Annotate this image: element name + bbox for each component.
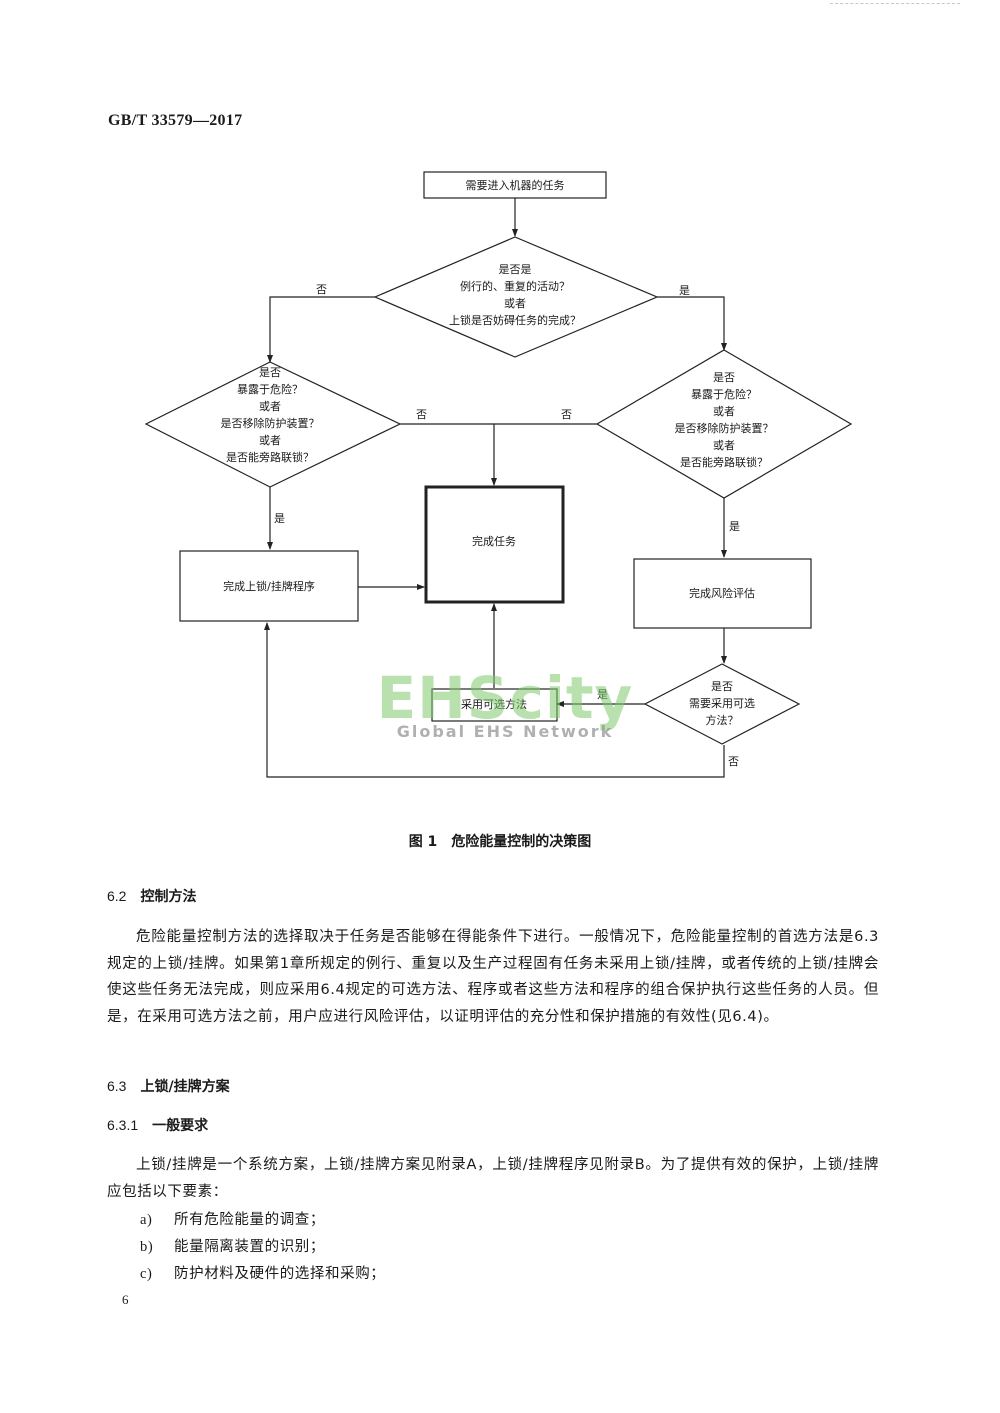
alternative-method-box — [431, 688, 558, 722]
risk-assessment-box — [633, 558, 812, 629]
decision-flowchart: 需要进入机器的任务 是否是 例行的、重复的活动？ 或者 上锁是否妨碍任务的完成？… — [144, 171, 853, 778]
list-text: 所有危险能量的调查； — [174, 1212, 325, 1228]
figure-caption: 图 1 危险能量控制的决策图 — [0, 831, 1000, 851]
decision-left-line: 是否能旁路联锁？ — [226, 450, 314, 464]
figure-number: 图 1 — [408, 834, 438, 850]
list-item: b) 能量隔离装置的识别； — [140, 1235, 325, 1256]
label-no-top: 否 — [316, 283, 327, 296]
label-yes-bottom: 是 — [597, 688, 608, 701]
decision-right-line: 暴露于危险？ — [691, 387, 757, 401]
decision-left-line: 是否移除防护装置？ — [221, 416, 320, 430]
label-yes-right: 是 — [729, 520, 740, 533]
top-edge-mark — [830, 3, 960, 4]
complete-task-box — [424, 485, 565, 604]
decision-bottom-line: 需要采用可选 — [689, 697, 755, 710]
decision-top-line: 或者 — [504, 297, 526, 310]
decision-right-line: 是否能旁路联锁？ — [680, 455, 768, 469]
figure-title: 危险能量控制的决策图 — [451, 834, 592, 850]
paragraph-6-3-1: 上锁/挂牌是一个系统方案，上锁/挂牌方案见附录A，上锁/挂牌程序见附录B。为了提… — [107, 1157, 879, 1200]
list-marker: b) — [140, 1239, 154, 1255]
list-item: a) 所有危险能量的调查； — [140, 1208, 325, 1229]
section-title: 控制方法 — [140, 889, 197, 905]
decision-left-line: 暴露于危险？ — [237, 382, 303, 396]
section-title: 上锁/挂牌方案 — [140, 1079, 230, 1095]
section-heading-6-2: 6.2 控制方法 — [107, 886, 196, 906]
section-heading-6-3: 6.3 上锁/挂牌方案 — [107, 1076, 230, 1096]
risk-assessment-text: 完成风险评估 — [689, 586, 755, 600]
list-text: 防护材料及硬件的选择和采购； — [174, 1266, 386, 1282]
label-no-right: 否 — [561, 408, 572, 421]
decision-left-line: 是否 — [259, 366, 281, 379]
decision-right-line: 或者 — [713, 405, 735, 418]
connector-top-yes — [657, 296, 727, 351]
decision-bottom-line: 方法？ — [706, 713, 739, 727]
connector-top-no — [267, 296, 375, 363]
connector-left-no — [400, 423, 497, 486]
loto-box — [179, 550, 359, 622]
decision-left — [144, 361, 402, 488]
standard-code: GB/T 33579—2017 — [108, 112, 243, 129]
list-text: 能量隔离装置的识别； — [174, 1239, 325, 1255]
list-item: c) 防护材料及硬件的选择和采购； — [140, 1262, 385, 1283]
list-marker: c) — [140, 1266, 153, 1282]
decision-right-line: 是否移除防护装置？ — [675, 421, 774, 435]
section-number: 6.3.1 — [107, 1117, 139, 1133]
section-number: 6.3 — [107, 1078, 127, 1094]
connector-bottom-no — [264, 622, 725, 778]
decision-right-line: 或者 — [713, 439, 735, 452]
start-box-text: 需要进入机器的任务 — [466, 178, 565, 192]
section-number: 6.2 — [107, 888, 127, 904]
paragraph-6-2: 危险能量控制方法的选择取决于任务是否能够在得能条件下进行。一般情况下，危险能量控… — [107, 929, 879, 1025]
decision-top-line: 上锁是否妨碍任务的完成？ — [449, 313, 581, 327]
section-title: 一般要求 — [152, 1118, 209, 1134]
decision-left-line: 或者 — [259, 434, 281, 447]
list-marker: a) — [140, 1212, 153, 1228]
decision-top-line: 例行的、重复的活动？ — [460, 279, 570, 293]
label-yes-top: 是 — [679, 284, 690, 297]
label-no-bottom: 否 — [728, 755, 739, 768]
section-heading-6-3-1: 6.3.1 一般要求 — [107, 1115, 208, 1135]
decision-top-line: 是否是 — [499, 263, 532, 276]
decision-bottom-line: 是否 — [711, 680, 733, 693]
label-yes-left: 是 — [274, 512, 285, 525]
decision-left-line: 或者 — [259, 400, 281, 413]
decision-right-line: 是否 — [713, 371, 735, 384]
start-box — [423, 171, 607, 199]
page-number: 6 — [122, 1292, 129, 1307]
alternative-method-text: 采用可选方法 — [461, 697, 527, 711]
decision-right — [595, 349, 853, 499]
loto-box-text: 完成上锁/挂牌程序 — [223, 579, 315, 593]
decision-bottom — [643, 663, 801, 745]
decision-top — [373, 236, 659, 358]
label-no-left: 否 — [416, 408, 427, 421]
complete-task-text: 完成任务 — [472, 534, 516, 548]
